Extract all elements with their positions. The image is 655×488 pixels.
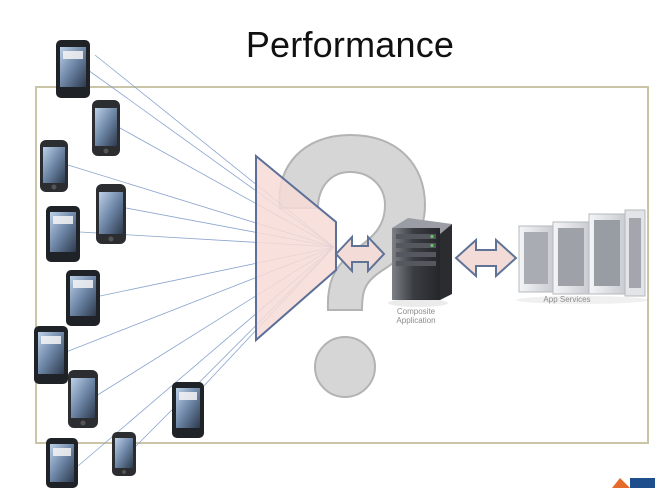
iphone-icon — [40, 140, 68, 192]
android-phone-icon — [56, 40, 90, 98]
composite-server-icon — [388, 218, 452, 307]
android-phone-icon — [46, 206, 80, 262]
iphone-icon — [92, 100, 120, 156]
android-phone-icon — [172, 382, 204, 438]
android-phone-icon — [66, 270, 100, 326]
app-services-label: App Services — [543, 295, 590, 304]
question-mark-graphic — [278, 133, 427, 398]
diagram-frame — [35, 86, 649, 444]
iphone-icon — [112, 432, 136, 476]
iphone-icon — [68, 370, 98, 428]
funnel-gateway — [255, 153, 337, 343]
android-phone-icon — [46, 438, 78, 488]
double-arrow-right — [454, 237, 518, 279]
app-services-racks-icon — [516, 209, 648, 304]
composite-label-line2: Application — [396, 316, 435, 325]
android-phone-icon — [34, 326, 68, 384]
composite-label-line1: Composite — [397, 307, 436, 316]
corner-logo-icon — [612, 478, 655, 488]
slide-title: Performance — [245, 24, 455, 65]
iphone-icon — [96, 184, 126, 244]
mobile-device-group — [34, 40, 204, 488]
double-arrow-left — [334, 234, 386, 274]
